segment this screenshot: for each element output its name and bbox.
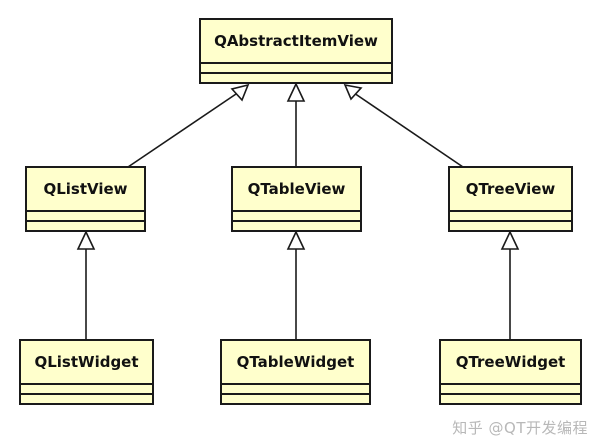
class-name: QTableView: [233, 168, 360, 212]
class-attributes-compartment: [201, 64, 391, 74]
class-operations-compartment: [450, 222, 571, 230]
inheritance-arrowhead: [500, 230, 520, 250]
class-box-qtreewidget: QTreeWidget: [439, 339, 582, 405]
class-name: QTreeWidget: [441, 341, 580, 385]
class-attributes-compartment: [21, 385, 152, 395]
inheritance-arrowhead: [286, 230, 306, 250]
class-operations-compartment: [222, 395, 369, 403]
class-box-qtablewidget: QTableWidget: [220, 339, 371, 405]
class-operations-compartment: [233, 222, 360, 230]
watermark: 知乎 @QT开发编程: [452, 419, 588, 437]
class-box-qlistwidget: QListWidget: [19, 339, 154, 405]
class-name: QTreeView: [450, 168, 571, 212]
class-box-qlistview: QListView: [25, 166, 146, 232]
inheritance-arrowhead: [343, 83, 363, 101]
class-operations-compartment: [201, 74, 391, 82]
class-attributes-compartment: [441, 385, 580, 395]
edge-treeview-to-abstract: [353, 92, 464, 168]
class-attributes-compartment: [27, 212, 144, 222]
class-box-qtreeview: QTreeView: [448, 166, 573, 232]
inheritance-arrowhead: [76, 230, 96, 250]
class-operations-compartment: [27, 222, 144, 230]
class-name: QListView: [27, 168, 144, 212]
class-attributes-compartment: [233, 212, 360, 222]
inheritance-arrowhead: [230, 83, 250, 102]
class-name: QListWidget: [21, 341, 152, 385]
class-name: QAbstractItemView: [201, 20, 391, 64]
class-box-qtableview: QTableView: [231, 166, 362, 232]
inheritance-arrowhead: [286, 82, 306, 102]
class-name: QTableWidget: [222, 341, 369, 385]
edge-listview-to-abstract: [127, 91, 240, 168]
class-attributes-compartment: [450, 212, 571, 222]
class-operations-compartment: [441, 395, 580, 403]
class-attributes-compartment: [222, 385, 369, 395]
class-box-qabstractitemview: QAbstractItemView: [199, 18, 393, 84]
class-operations-compartment: [21, 395, 152, 403]
